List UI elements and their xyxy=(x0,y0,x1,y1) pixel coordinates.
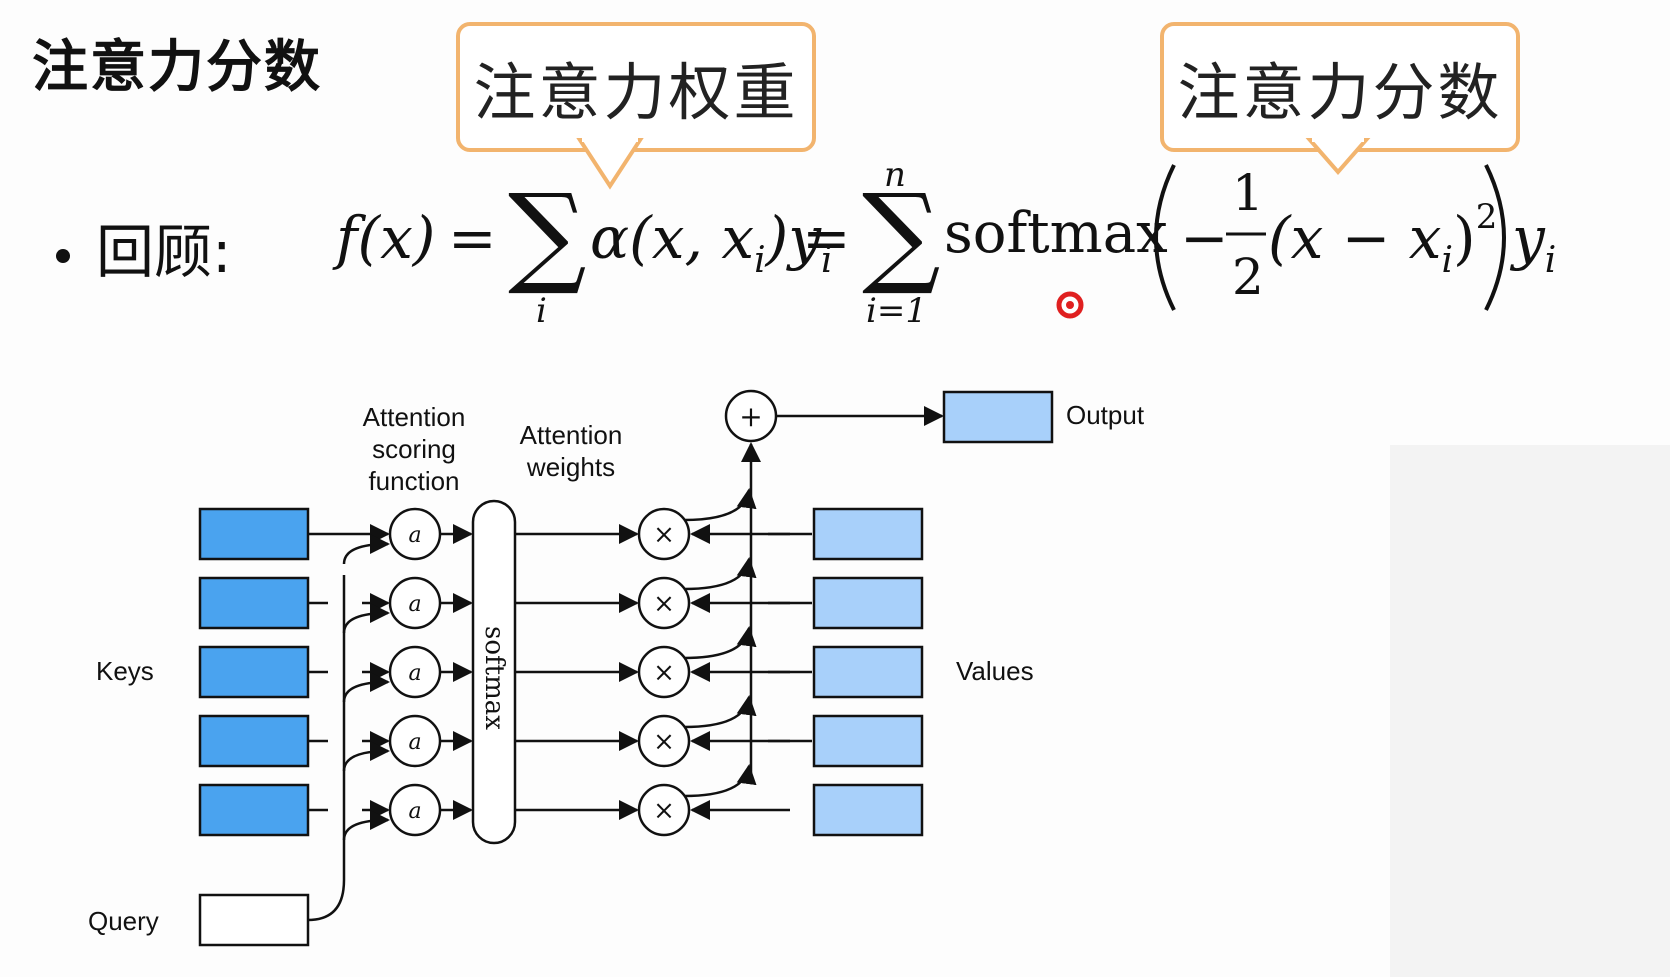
formula-alpha-term: α(x, xi)yi xyxy=(590,204,833,281)
mult-node-5 xyxy=(637,783,691,837)
formula-sum-2: ∑ xyxy=(862,170,941,298)
formula-paren-right xyxy=(1484,164,1506,311)
mult-node-label-1: × xyxy=(653,520,675,550)
mult-node-label-4: × xyxy=(653,727,675,757)
slide-title: 注意力分数 xyxy=(32,35,322,100)
cursor-pointer-core xyxy=(1066,301,1074,309)
formula-sum-1-sub: i xyxy=(536,291,547,331)
value-box-3 xyxy=(812,645,924,699)
mult-node-2 xyxy=(637,576,691,630)
bullet-label: 回顾: xyxy=(96,218,232,286)
query-branch-2 xyxy=(342,603,390,634)
formula-y-sub: i xyxy=(821,240,833,281)
formula-softmax: softmax xyxy=(944,201,1168,266)
formula-alpha: α(x, x xyxy=(590,204,754,272)
mult-node-4 xyxy=(637,714,691,768)
formula-paren-sub: i xyxy=(1442,240,1454,281)
sum-node-label: + xyxy=(739,400,762,433)
mult-to-collector-1 xyxy=(683,488,757,522)
value-box-2 xyxy=(812,576,924,630)
bullet-dot xyxy=(56,248,70,263)
formula-paren-body: (x − x xyxy=(1268,204,1442,272)
label-scoring-line3: function xyxy=(368,466,459,496)
callout-attention-weights: 注意力权重 xyxy=(456,22,816,152)
mult-node-1 xyxy=(637,507,691,561)
formula-y: y xyxy=(1509,204,1546,272)
bullet-review: 回顾: xyxy=(56,205,232,289)
query-branch-3 xyxy=(342,672,390,703)
label-weights-line1: Attention xyxy=(520,420,623,450)
value-box-1 xyxy=(812,507,924,561)
formula-sum-2-sub: i=1 xyxy=(866,291,927,331)
label-output: Output xyxy=(1066,400,1145,430)
formula-sum-2-sup: n xyxy=(884,155,906,195)
formula-alpha-sub: i xyxy=(754,240,766,281)
query-branch-5 xyxy=(342,810,390,841)
key-box-3 xyxy=(198,645,310,699)
label-scoring-line1: Attention xyxy=(363,402,466,432)
mult-node-label-5: × xyxy=(653,796,675,826)
callout-attention-scores: 注意力分数 xyxy=(1160,22,1520,152)
formula-y-final-sub: i xyxy=(1545,240,1557,281)
label-scoring-line2: scoring xyxy=(372,434,456,464)
formula-paren-close: ) xyxy=(1453,204,1476,272)
mult-node-3 xyxy=(637,645,691,699)
mult-node-label-3: × xyxy=(653,658,675,688)
key-box-5 xyxy=(198,783,310,837)
formula-minus: − xyxy=(1180,204,1229,272)
score-node-label-5: a xyxy=(408,799,421,824)
formula-frac-den: 2 xyxy=(1232,248,1264,306)
key-box-2 xyxy=(198,576,310,630)
query-branch-1 xyxy=(342,534,390,565)
key-box-1 xyxy=(198,507,310,561)
formula-exp: 2 xyxy=(1476,197,1498,237)
formula-eq-2: = xyxy=(802,204,851,272)
score-node-label-4: a xyxy=(408,730,421,755)
label-keys: Keys xyxy=(96,656,154,686)
score-node-label-3: a xyxy=(408,661,421,686)
formula-lhs: f(x) xyxy=(332,204,435,272)
label-values: Values xyxy=(956,656,1034,686)
label-weights-line2: weights xyxy=(526,452,615,482)
score-node-label-1: a xyxy=(408,523,421,548)
value-box-4 xyxy=(812,714,924,768)
formula-paren-left xyxy=(1154,164,1176,311)
formula-sum-1: ∑ xyxy=(508,170,587,298)
key-box-4 xyxy=(198,714,310,768)
softmax-label: softmax xyxy=(479,626,509,730)
output-box xyxy=(942,390,1054,444)
mult-to-collector-3 xyxy=(683,626,757,660)
query-trunk xyxy=(307,575,346,922)
background-panel xyxy=(1390,445,1670,977)
mult-to-collector-2 xyxy=(683,557,757,591)
formula-alpha-close: )y xyxy=(764,204,823,272)
label-query: Query xyxy=(88,906,159,936)
mult-node-label-2: × xyxy=(653,589,675,619)
formula-paren-term: (x − xi)2 xyxy=(1268,197,1497,281)
mult-to-collector-4 xyxy=(683,695,757,729)
formula-frac-num: 1 xyxy=(1232,164,1264,222)
formula-y-final: yi xyxy=(1509,204,1556,281)
mult-to-collector-5 xyxy=(683,764,757,798)
query-box xyxy=(198,893,310,947)
score-node-label-2: a xyxy=(408,592,421,617)
diagram-rows: a × a × a × a × a × xyxy=(198,488,924,841)
query-branch-4 xyxy=(342,741,390,772)
value-box-5 xyxy=(812,783,924,837)
formula-eq-1: = xyxy=(448,204,497,272)
formula: f(x) = ∑ i α(x, xi)yi = n ∑ i=1 softmax … xyxy=(332,155,1556,331)
